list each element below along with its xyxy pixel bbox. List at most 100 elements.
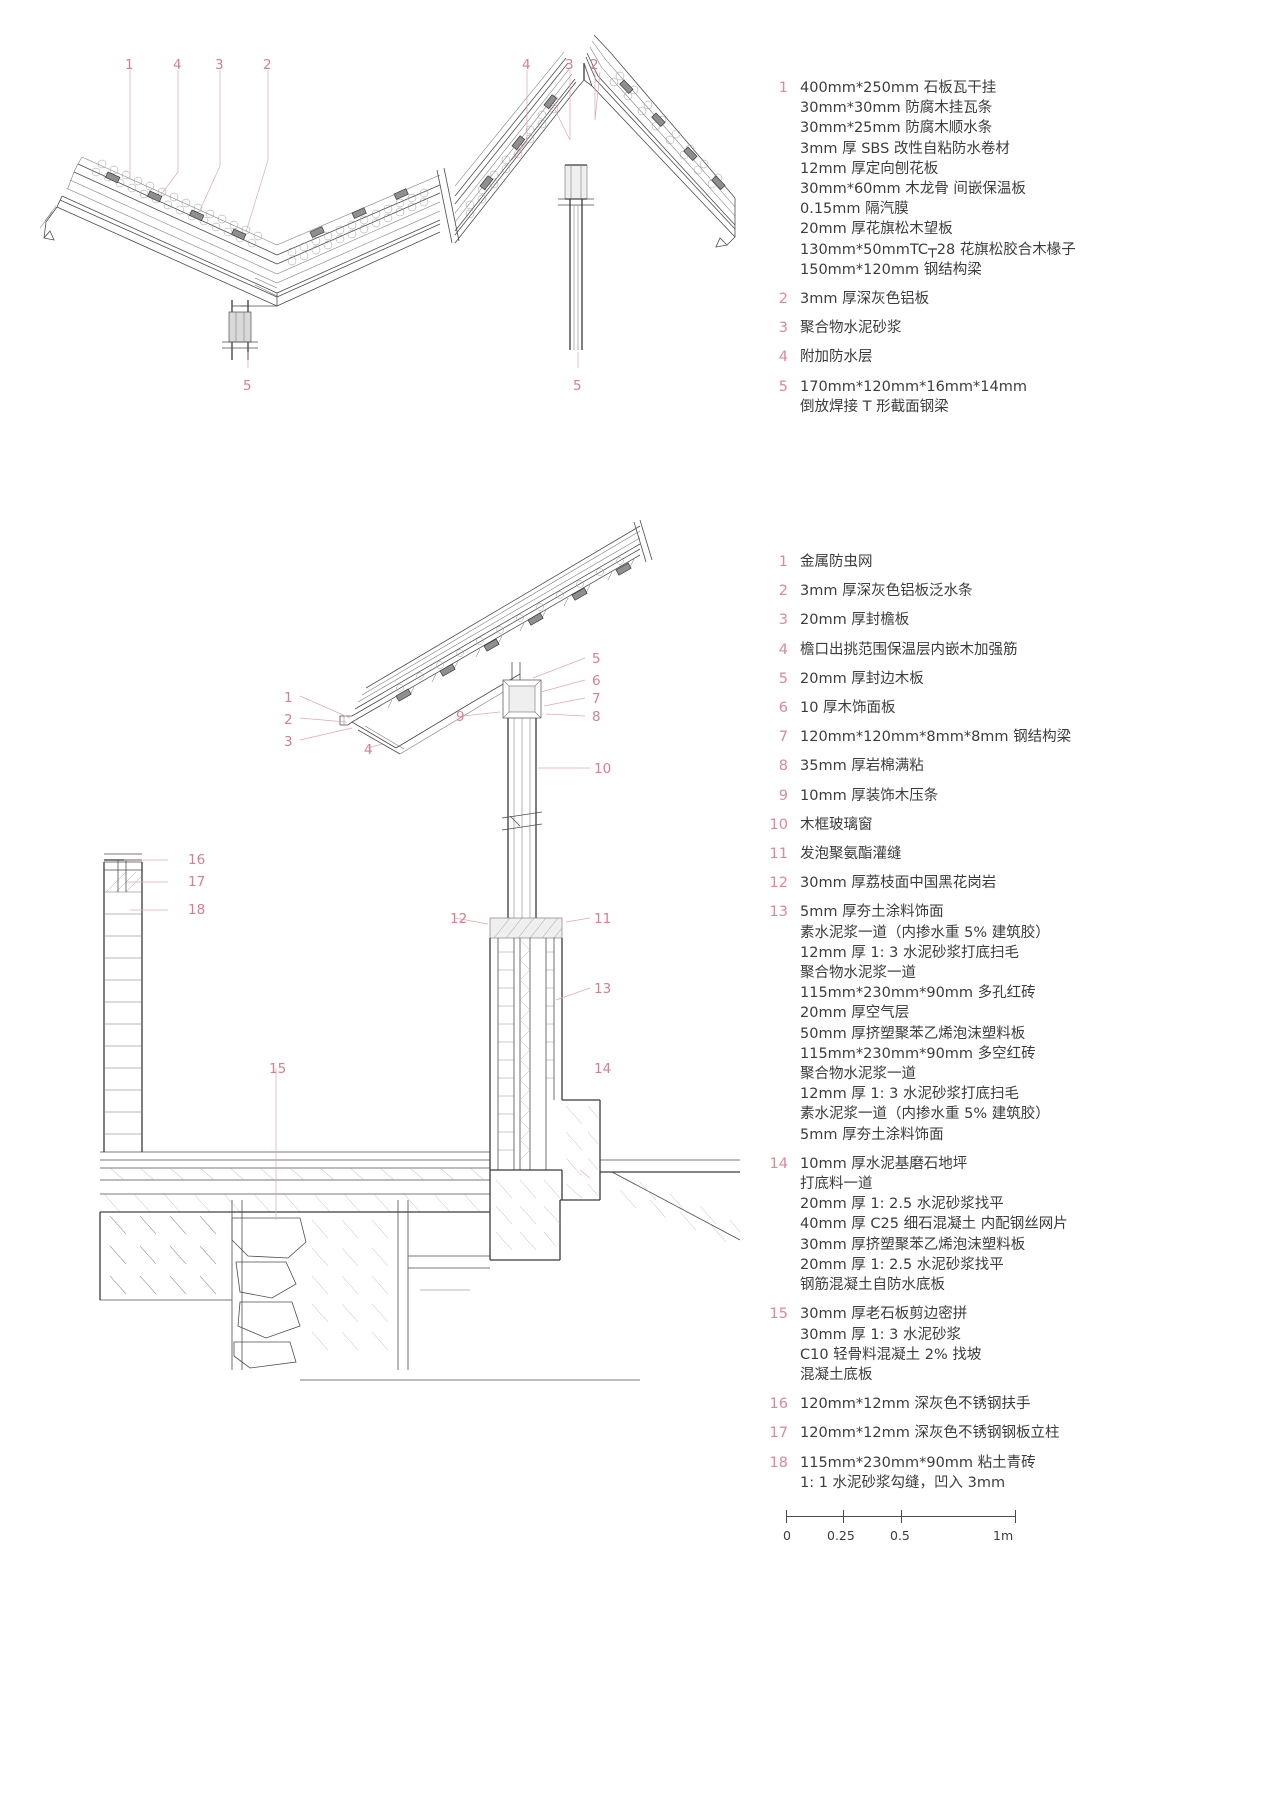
legend-item: 12 30mm 厚荔枝面中国黑花岗岩 xyxy=(766,873,1106,893)
callout-top-5a: 5 xyxy=(243,378,252,394)
legend-item: 2 3mm 厚深灰色铝板 xyxy=(766,289,1096,309)
callout-bottom-17: 17 xyxy=(188,874,206,890)
legend-item: 4 檐口出挑范围保温层内嵌木加强筋 xyxy=(766,640,1106,660)
legend-description: 35mm 厚岩棉满粘 xyxy=(800,758,924,775)
bottom-wall-section-drawing xyxy=(0,500,760,1510)
callout-bottom-5: 5 xyxy=(592,651,601,667)
legend-description: 30mm 厚荔枝面中国黑花岗岩 xyxy=(800,875,997,892)
callout-bottom-3: 3 xyxy=(284,734,293,750)
callout-bottom-12: 12 xyxy=(450,911,468,927)
legend-item: 1 400mm*250mm 石板瓦干挂 30mm*30mm 防腐木挂瓦条 30m… xyxy=(766,78,1096,280)
legend-item: 11 发泡聚氨酯灌缝 xyxy=(766,844,1106,864)
legend-description: 10mm 厚装饰木压条 xyxy=(800,787,939,804)
legend-item: 18 115mm*230mm*90mm 粘土青砖 1: 1 水泥砂浆勾缝，凹入 … xyxy=(766,1453,1106,1493)
legend-item: 3 20mm 厚封檐板 xyxy=(766,610,1106,630)
legend-description: 3mm 厚深灰色铝板泛水条 xyxy=(800,583,973,600)
scale-bar-graphic xyxy=(786,1510,1016,1523)
legend-description: 木框玻璃窗 xyxy=(800,816,873,833)
scale-label-0: 0 xyxy=(783,1528,791,1543)
legend-description: 120mm*120mm*8mm*8mm 钢结构梁 xyxy=(800,729,1072,746)
legend-item: 14 10mm 厚水泥基磨石地坪 打底料一道 20mm 厚 1: 2.5 水泥砂… xyxy=(766,1154,1106,1295)
legend-number: 4 xyxy=(778,641,788,658)
legend-number: 3 xyxy=(778,612,788,629)
legend-item: 9 10mm 厚装饰木压条 xyxy=(766,786,1106,806)
legend-description: 20mm 厚封檐板 xyxy=(800,612,910,629)
legend-description: 120mm*12mm 深灰色不锈钢钢板立柱 xyxy=(800,1425,1060,1442)
legend-item: 16 120mm*12mm 深灰色不锈钢扶手 xyxy=(766,1394,1106,1414)
legend-top: 1 400mm*250mm 石板瓦干挂 30mm*30mm 防腐木挂瓦条 30m… xyxy=(766,78,1096,426)
legend-item: 5 170mm*120mm*16mm*14mm 倒放焊接 T 形截面钢梁 xyxy=(766,377,1096,417)
top-roof-detail-drawing xyxy=(0,0,760,440)
legend-item: 2 3mm 厚深灰色铝板泛水条 xyxy=(766,581,1106,601)
legend-description: 30mm 厚老石板剪边密拼 30mm 厚 1: 3 水泥砂浆 C10 轻骨料混凝… xyxy=(800,1306,982,1383)
legend-description: 金属防虫网 xyxy=(800,554,873,570)
callout-top-3b: 3 xyxy=(565,57,574,73)
legend-number: 10 xyxy=(769,816,788,833)
callout-bottom-8: 8 xyxy=(592,709,601,725)
callout-top-3a: 3 xyxy=(215,57,224,73)
callout-top-4a: 4 xyxy=(173,57,182,73)
legend-item: 17 120mm*12mm 深灰色不锈钢钢板立柱 xyxy=(766,1423,1106,1443)
legend-number: 2 xyxy=(778,291,788,308)
legend-description: 檐口出挑范围保温层内嵌木加强筋 xyxy=(800,641,1018,658)
legend-item: 7 120mm*120mm*8mm*8mm 钢结构梁 xyxy=(766,727,1106,747)
callout-top-5b: 5 xyxy=(573,378,582,394)
legend-number: 12 xyxy=(769,875,788,892)
legend-item: 8 35mm 厚岩棉满粘 xyxy=(766,756,1106,776)
legend-number: 1 xyxy=(778,80,788,96)
callout-bottom-6: 6 xyxy=(592,673,601,689)
callout-bottom-7: 7 xyxy=(592,691,601,707)
scale-tick-0 xyxy=(786,1510,787,1523)
legend-number: 1 xyxy=(778,554,788,570)
legend-number: 8 xyxy=(778,758,788,775)
legend-description: 聚合物水泥砂浆 xyxy=(800,320,902,337)
legend-item: 4 附加防水层 xyxy=(766,347,1096,367)
callout-bottom-16: 16 xyxy=(188,852,206,868)
callout-bottom-15: 15 xyxy=(269,1061,287,1077)
legend-item: 3 聚合物水泥砂浆 xyxy=(766,318,1096,338)
scale-label-1: 1m xyxy=(993,1528,1014,1543)
legend-number: 13 xyxy=(769,904,788,921)
scale-tick-1 xyxy=(1015,1510,1016,1523)
legend-item: 13 5mm 厚夯土涂料饰面 素水泥浆一道（内掺水重 5% 建筑胶） 12mm … xyxy=(766,902,1106,1144)
legend-number: 17 xyxy=(769,1425,788,1442)
legend-item: 5 20mm 厚封边木板 xyxy=(766,669,1106,689)
callout-bottom-9: 9 xyxy=(456,709,465,725)
callout-bottom-14: 14 xyxy=(594,1061,612,1077)
legend-description: 5mm 厚夯土涂料饰面 素水泥浆一道（内掺水重 5% 建筑胶） 12mm 厚 1… xyxy=(800,904,1050,1143)
legend-number: 11 xyxy=(769,846,788,863)
callout-top-2b: 2 xyxy=(590,57,599,73)
legend-description: 10 厚木饰面板 xyxy=(800,700,896,717)
scale-label-025: 0.25 xyxy=(827,1528,855,1543)
legend-number: 7 xyxy=(778,729,788,746)
legend-description: 附加防水层 xyxy=(800,349,873,366)
legend-number: 4 xyxy=(778,349,788,366)
callout-bottom-4: 4 xyxy=(364,742,373,758)
legend-description: 3mm 厚深灰色铝板 xyxy=(800,291,930,308)
legend-number: 2 xyxy=(778,583,788,600)
legend-number: 5 xyxy=(778,378,788,395)
callout-bottom-1: 1 xyxy=(284,690,293,706)
callout-top-1: 1 xyxy=(125,57,134,73)
scale-tick-05 xyxy=(901,1510,902,1523)
callout-bottom-13: 13 xyxy=(594,981,612,997)
legend-number: 18 xyxy=(769,1454,788,1471)
scale-bar-labels: 0 0.25 0.5 1m xyxy=(783,1528,1016,1546)
callout-top-2a: 2 xyxy=(263,57,272,73)
callout-bottom-10: 10 xyxy=(594,761,612,777)
scale-label-05: 0.5 xyxy=(890,1528,910,1543)
legend-number: 9 xyxy=(778,787,788,804)
scale-bar: 0 0.25 0.5 1m xyxy=(783,1510,1016,1546)
legend-description: 115mm*230mm*90mm 粘土青砖 1: 1 水泥砂浆勾缝，凹入 3mm xyxy=(800,1454,1036,1491)
callout-bottom-2: 2 xyxy=(284,712,293,728)
legend-number: 16 xyxy=(769,1396,788,1413)
callout-top-4b: 4 xyxy=(522,57,531,73)
legend-item: 10 木框玻璃窗 xyxy=(766,815,1106,835)
legend-item: 15 30mm 厚老石板剪边密拼 30mm 厚 1: 3 水泥砂浆 C10 轻骨… xyxy=(766,1304,1106,1385)
legend-number: 3 xyxy=(778,320,788,337)
legend-number: 5 xyxy=(778,670,788,687)
scale-tick-025 xyxy=(843,1510,844,1523)
callout-bottom-11: 11 xyxy=(594,911,612,927)
legend-number: 15 xyxy=(769,1306,788,1323)
